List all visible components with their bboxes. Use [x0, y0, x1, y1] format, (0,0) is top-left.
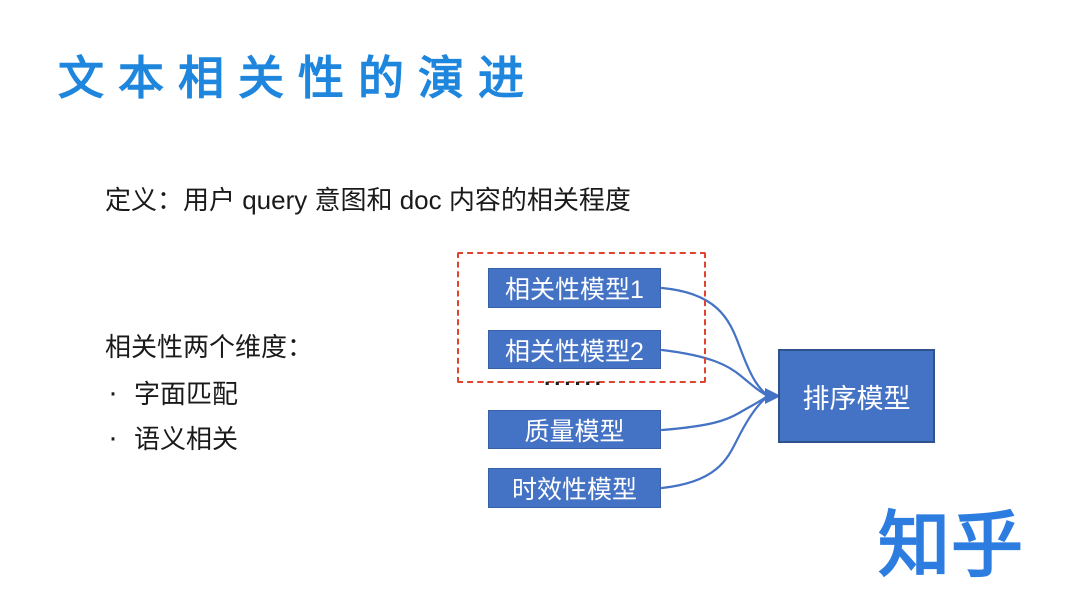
box-relevance-model-2: 相关性模型2 [488, 330, 661, 369]
dimensions-heading: 相关性两个维度： [105, 332, 314, 362]
definition-text: 定义：用户 query 意图和 doc 内容的相关程度 [105, 185, 631, 215]
bullet-label: 语义相关 [134, 424, 239, 454]
box-relevance-model-1: 相关性模型1 [488, 268, 661, 308]
box-label: 相关性模型1 [505, 276, 644, 304]
box-timeliness-model: 时效性模型 [488, 468, 661, 508]
page-title: 文本相关性的演进 [58, 52, 538, 104]
arrow-from-quality-model [660, 395, 768, 432]
arrow-from-timeliness-model [660, 396, 768, 490]
bullet-label: 字面匹配 [134, 379, 239, 409]
zhihu-logo: 知乎 [878, 506, 1025, 586]
bullet-item-semantic-relevance: · 语义相关 [108, 419, 238, 456]
box-label: 时效性模型 [511, 476, 637, 504]
box-label: 排序模型 [802, 383, 911, 414]
bullet-item-literal-match: · 字面匹配 [108, 374, 238, 411]
bullet-icon: · [108, 375, 118, 409]
box-quality-model: 质量模型 [488, 410, 661, 449]
bullet-icon: · [108, 420, 118, 454]
box-label: 相关性模型2 [505, 337, 644, 366]
box-ranking-model: 排序模型 [778, 349, 935, 443]
more-models-ellipsis: ...... [544, 365, 605, 390]
box-label: 质量模型 [524, 417, 625, 446]
relevance-models-group-outline [457, 252, 706, 383]
